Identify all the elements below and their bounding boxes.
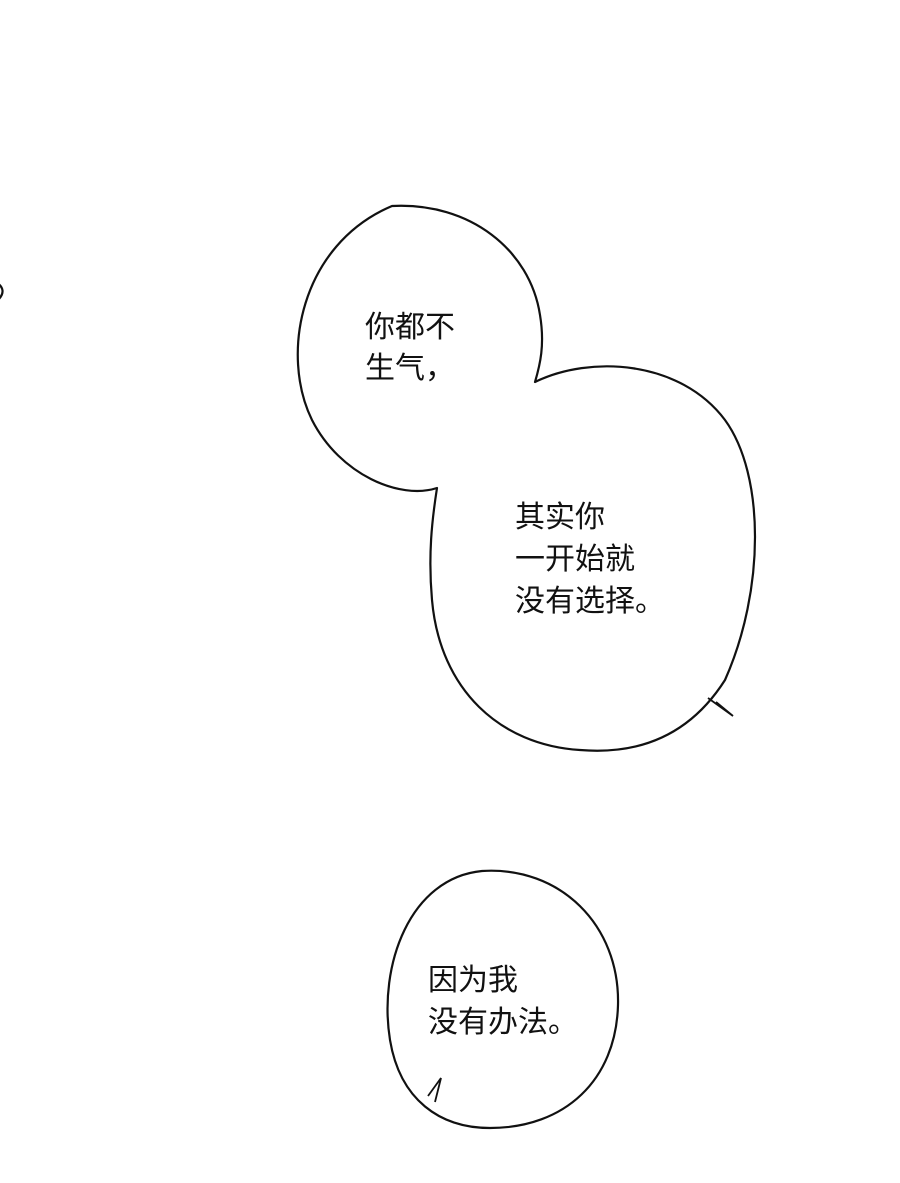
bubble-3-line-1: 因为我	[428, 963, 518, 998]
bubble-tail-right	[707, 697, 734, 717]
bubble-tail-left	[427, 1077, 442, 1103]
bubble-1-line-1: 你都不	[365, 310, 455, 345]
single-speech-bubble: 因为我 没有办法。	[386, 869, 620, 1130]
bubble-1-line-2: 生气，	[365, 351, 455, 386]
bubble-2-line-2: 一开始就	[515, 542, 635, 577]
double-speech-bubble: 你都不 生气， 其实你 一开始就 没有选择。	[296, 204, 756, 752]
bubble-2-line-1: 其实你	[515, 500, 605, 535]
edge-ink-mark	[0, 283, 4, 300]
bubble-3-line-2: 没有办法。	[428, 1005, 578, 1040]
bubble-2-line-3: 没有选择。	[515, 584, 665, 619]
bubble-outline-bottom	[386, 869, 620, 1130]
bubble-outline-top-pair	[296, 204, 756, 752]
